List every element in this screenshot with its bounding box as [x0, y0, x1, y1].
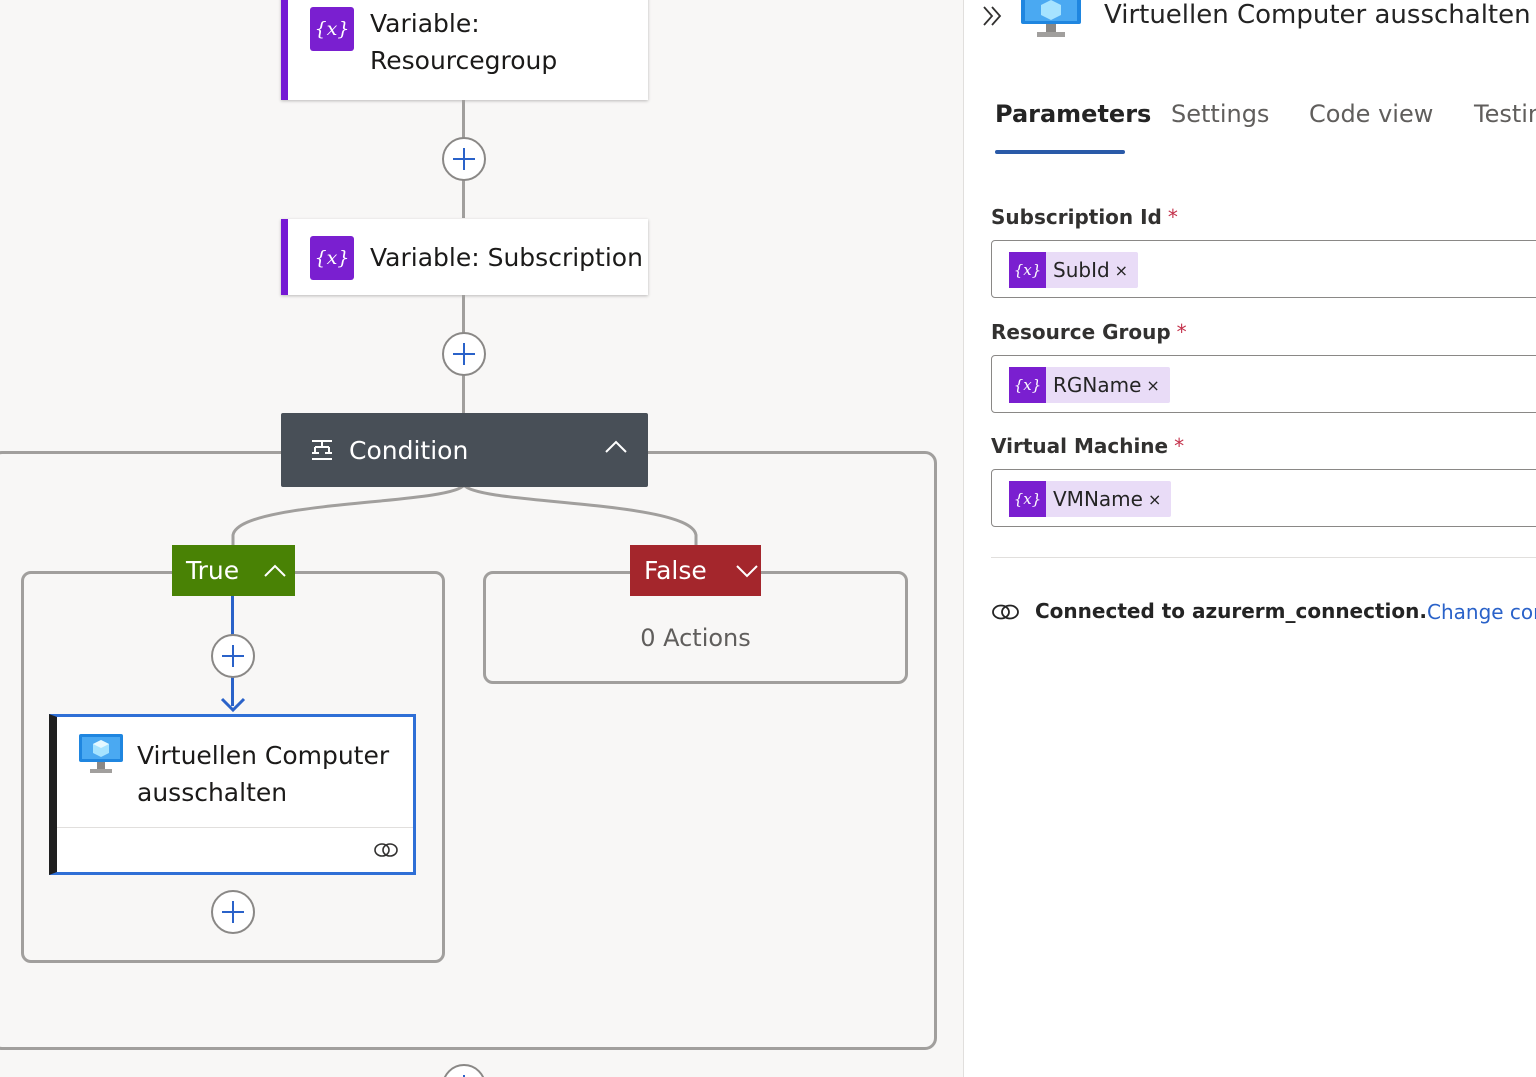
variable-resourcegroup-card[interactable]: {x} Variable: Resourcegroup — [281, 0, 648, 100]
token-subid[interactable]: {x} SubId × — [1009, 252, 1139, 288]
resource-group-label: Resource Group* — [991, 320, 1187, 344]
label-text: Resource Group — [991, 320, 1171, 344]
add-step-button[interactable] — [442, 332, 486, 376]
plus-icon — [222, 645, 244, 667]
tab-parameters[interactable]: Parameters — [995, 100, 1152, 128]
subscription-id-field[interactable]: {x} SubId × — [991, 240, 1536, 298]
variable-icon: {x} — [1009, 367, 1046, 403]
connection-link-icon — [992, 604, 1019, 620]
token-text: SubId — [1053, 258, 1110, 282]
add-step-button[interactable] — [211, 890, 255, 934]
collapse-panel-icon[interactable] — [980, 4, 1004, 28]
variable-icon: {x} — [1009, 252, 1046, 288]
remove-token-button[interactable]: × — [1114, 260, 1129, 280]
details-panel — [963, 0, 1536, 1077]
chevron-up-icon — [264, 564, 286, 577]
token-rgname[interactable]: {x} RGName × — [1009, 367, 1170, 403]
connection-status: Connected to azurerm_connection. — [1035, 599, 1427, 623]
true-label-text: True — [186, 556, 240, 585]
required-marker: * — [1176, 320, 1187, 344]
tab-code-view[interactable]: Code view — [1309, 100, 1434, 128]
virtual-machine-icon — [1021, 0, 1081, 37]
subscription-id-label: Subscription Id* — [991, 205, 1178, 229]
vm-title-line2: ausschalten — [137, 778, 288, 807]
condition-header[interactable]: Condition — [281, 413, 648, 487]
arrow-down-icon — [220, 697, 246, 713]
resource-group-field[interactable]: {x} RGName × — [991, 355, 1536, 413]
plus-icon — [222, 901, 244, 923]
add-step-button[interactable] — [211, 634, 255, 678]
add-step-button[interactable] — [442, 1064, 486, 1077]
variable-icon: {x} — [1009, 481, 1046, 517]
condition-title: Condition — [349, 435, 469, 465]
remove-token-button[interactable]: × — [1146, 375, 1160, 395]
token-vmname[interactable]: {x} VMName × — [1009, 481, 1172, 517]
add-step-button[interactable] — [442, 137, 486, 181]
connection-link-icon — [374, 843, 398, 857]
virtual-machine-field[interactable]: {x} VMName × — [991, 469, 1536, 527]
chevron-up-icon[interactable] — [604, 439, 628, 455]
active-tab-indicator — [995, 150, 1125, 154]
empty-actions-text: 0 Actions — [640, 624, 751, 652]
variable-icon: {x} — [310, 7, 354, 51]
card-title-line1: Variable: — [370, 9, 480, 38]
variable-subscription-card[interactable]: {x} Variable: Subscription — [281, 219, 648, 295]
token-text: RGName — [1053, 373, 1142, 397]
label-text: Virtual Machine — [991, 434, 1169, 458]
true-branch-label[interactable]: True — [172, 545, 295, 596]
false-label-text: False — [644, 556, 707, 585]
virtual-machine-icon — [79, 734, 123, 773]
plus-icon — [453, 343, 475, 365]
condition-icon — [312, 440, 332, 460]
panel-title: Virtuellen Computer ausschalten — [1104, 0, 1531, 30]
branch-connectors — [231, 483, 698, 546]
plus-icon — [463, 1075, 465, 1077]
label-text: Subscription Id — [991, 205, 1162, 229]
token-text: VMName — [1053, 487, 1143, 511]
panel-divider — [991, 557, 1536, 558]
required-marker: * — [1174, 434, 1185, 458]
virtual-machine-label: Virtual Machine* — [991, 434, 1184, 458]
change-connection-link[interactable]: Change cor — [1427, 600, 1536, 624]
card-title: Variable: Subscription — [370, 243, 643, 272]
chevron-down-icon — [736, 564, 758, 577]
designer-canvas[interactable]: {x} Variable: Resourcegroup {x} Variable… — [0, 0, 963, 1077]
card-title-line2: Resourcegroup — [370, 46, 558, 75]
required-marker: * — [1167, 205, 1178, 229]
plus-icon — [453, 148, 475, 170]
card-divider — [57, 827, 413, 828]
remove-token-button[interactable]: × — [1147, 489, 1162, 509]
vm-title-line1: Virtuellen Computer — [137, 741, 390, 770]
tab-testing[interactable]: Testin — [1474, 100, 1536, 128]
vm-action-card[interactable]: Virtuellen Computer ausschalten — [49, 714, 416, 875]
variable-icon: {x} — [310, 235, 354, 280]
tab-settings[interactable]: Settings — [1171, 100, 1270, 128]
vm-card-title: Virtuellen Computer ausschalten — [137, 737, 389, 811]
false-branch-label[interactable]: False — [630, 545, 761, 596]
